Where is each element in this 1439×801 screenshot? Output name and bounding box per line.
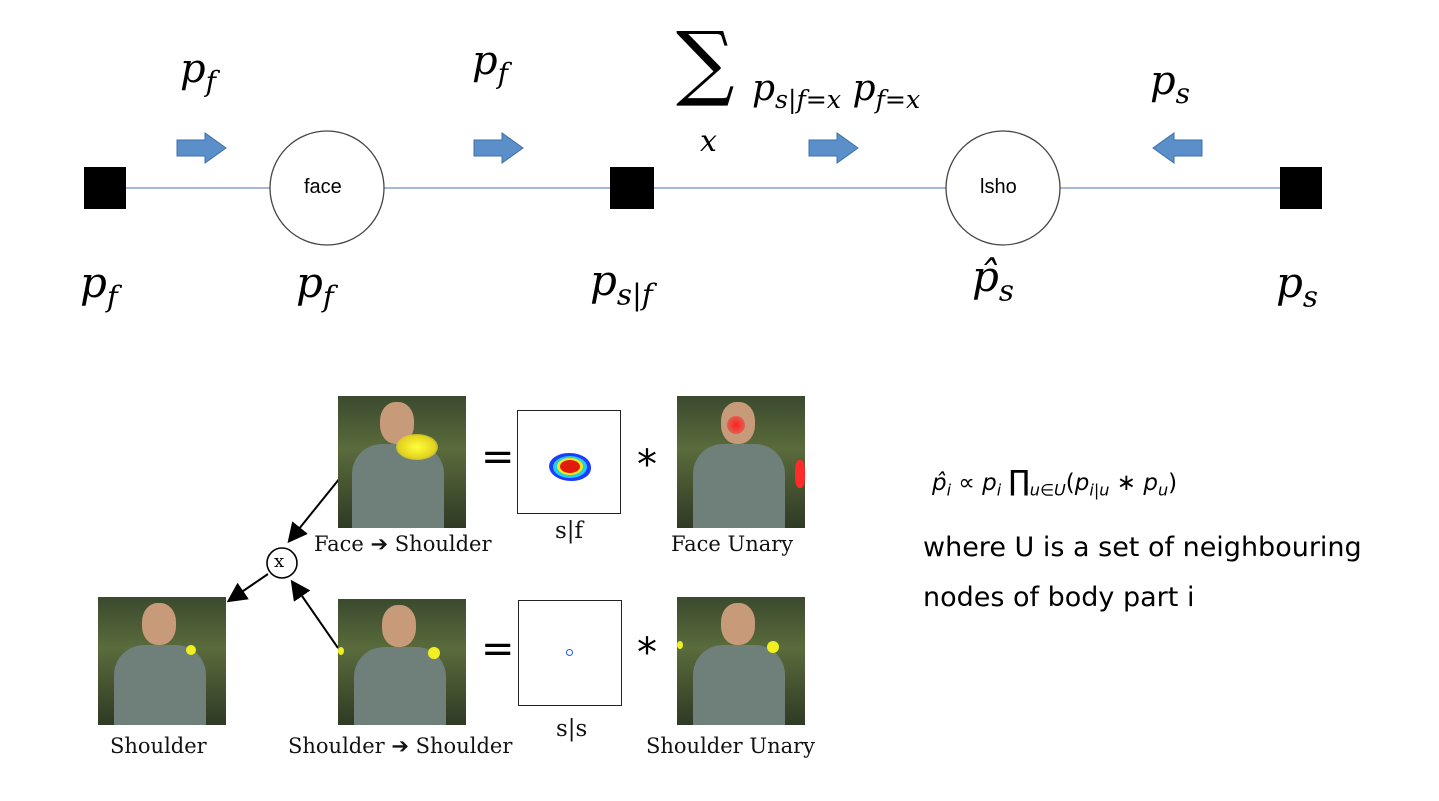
convolve-operator-1: * (637, 442, 657, 488)
equals-operator-2: = (481, 626, 515, 672)
caption-shoulder: Shoulder (110, 734, 207, 758)
shoulder-shoulder-photo (338, 599, 466, 725)
arrow-face-to-product (287, 477, 341, 544)
convolve-operator-2: * (637, 630, 657, 676)
arrow-product-to-shoulder (226, 573, 269, 603)
message-label-4: ps (1150, 58, 1190, 110)
shoulder-heatmap (396, 434, 438, 460)
shoulder-photo (98, 597, 226, 725)
potential-label-face: pf (296, 258, 334, 314)
sum-symbol: ∑ (676, 15, 735, 110)
sf-kernel-box (517, 410, 621, 514)
caption-shoulder-shoulder: Shoulder ➔ Shoulder (288, 734, 513, 758)
factor-node-3 (1280, 167, 1322, 209)
caption-face-unary: Face Unary (671, 532, 794, 556)
message-arrow-2 (473, 132, 524, 164)
explanation-line-1: where U is a set of neighbouring (923, 532, 1362, 563)
explanation-line-2: nodes of body part i (923, 582, 1195, 613)
message-label-1: pf (180, 46, 216, 98)
kernel-blob-core (560, 460, 580, 473)
potential-label-factor1: pf (80, 258, 118, 314)
person-head (142, 603, 176, 645)
person-shirt (693, 645, 785, 725)
variable-node-lsho (945, 130, 1061, 246)
shoulder-heatmap (428, 647, 440, 659)
factor-node-1 (84, 167, 126, 209)
face-heatmap (727, 416, 745, 434)
lsho-node-label: lsho (980, 176, 1017, 198)
caption-ss: s|s (556, 716, 588, 742)
message-arrow-1 (176, 132, 227, 164)
factor-node-2 (610, 167, 654, 209)
edge-heatmap (338, 647, 344, 655)
caption-sf: s|f (555, 518, 584, 544)
person-head (721, 603, 755, 645)
face-node-label: face (304, 176, 342, 198)
caption-face-shoulder: Face ➔ Shoulder (314, 532, 492, 556)
potential-label-factor3: ps (1276, 258, 1318, 314)
kernel-dot (566, 649, 573, 656)
arrow-shoulder-to-product (290, 579, 339, 649)
person-shirt (352, 444, 444, 528)
message-label-2: pf (472, 38, 508, 90)
person-head (382, 605, 416, 647)
update-formula: p̂i ∝ pi ∏u∈U(pi|u ∗ pu) (932, 464, 1178, 500)
shoulder-unary-photo (677, 597, 805, 725)
ss-kernel-box (518, 600, 622, 706)
face-shoulder-photo (338, 396, 466, 528)
edge-heatmap (677, 641, 683, 649)
message-label-3: ∑ x ps|f=x pf=x (676, 22, 1016, 168)
variable-node-face (269, 130, 385, 246)
product-node (266, 547, 298, 579)
caption-shoulder-unary: Shoulder Unary (646, 734, 816, 758)
product-operator-label: x (274, 551, 285, 572)
person-shirt (114, 645, 206, 725)
sum-term: ps|f=x pf=x (752, 68, 921, 115)
sum-variable: x (700, 124, 717, 159)
message-arrow-4 (1152, 132, 1203, 164)
person-shirt (693, 444, 785, 528)
equals-operator-1: = (481, 434, 515, 480)
message-arrow-3 (808, 132, 859, 164)
shoulder-heatmap (767, 641, 779, 653)
potential-label-factor2: ps|f (590, 256, 653, 312)
face-unary-photo (677, 396, 805, 528)
person-shirt (354, 647, 446, 725)
shoulder-heatmap (186, 645, 196, 655)
potential-label-lsho: p̂s (972, 252, 1014, 308)
side-heatmap (795, 460, 805, 488)
